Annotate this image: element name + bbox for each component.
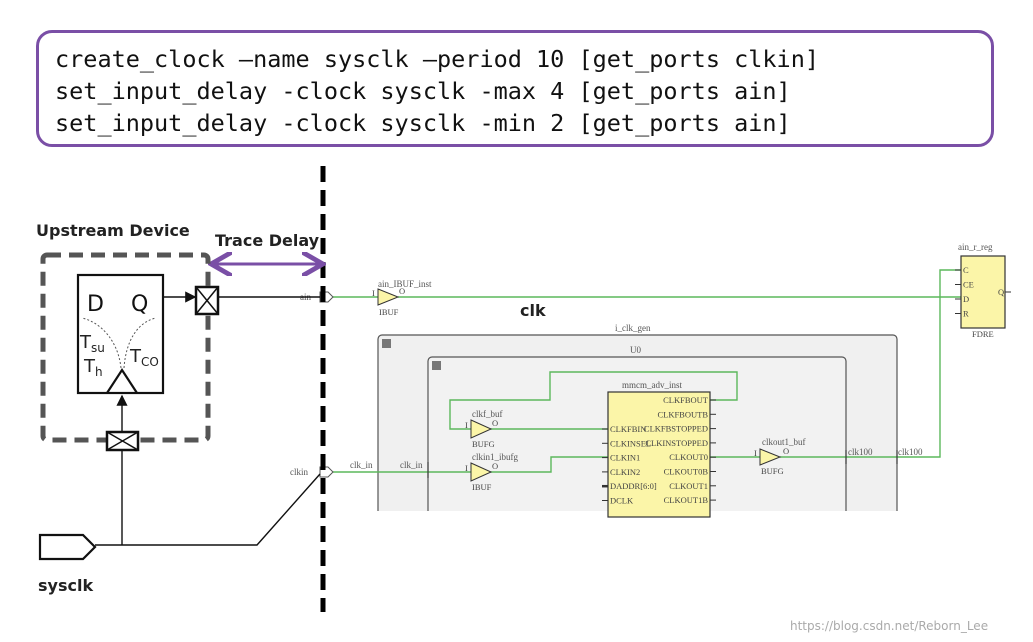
- mmcm-pin-left: CLKINSEL: [610, 438, 651, 448]
- reg-type: FDRE: [972, 329, 994, 339]
- net-label-clk-in: clk_in: [350, 460, 373, 470]
- watermark: https://blog.csdn.net/Reborn_Lee: [790, 619, 988, 633]
- pin-o: O: [492, 461, 498, 471]
- ain-ibuf-name: ain_IBUF_inst: [378, 279, 432, 289]
- sysclk-label: sysclk: [38, 576, 93, 595]
- code-line-input-delay-min: set_input_delay -clock sysclk -min 2 [ge…: [55, 109, 791, 137]
- clkf-buf-type: BUFG: [472, 439, 495, 449]
- mmcm-pin-left: DADDR[6:0]: [610, 481, 657, 491]
- clkout1-buf[interactable]: clkout1_buf I O BUFG: [754, 437, 806, 476]
- tco-label: TCO: [129, 346, 159, 369]
- collapse-u0-button[interactable]: [432, 361, 441, 370]
- net-label-clk-in: clk_in: [400, 460, 423, 470]
- trace-delay-label: Trace Delay: [215, 231, 320, 250]
- clk-annotation: clk: [520, 301, 546, 320]
- u0-label: U0: [630, 345, 641, 355]
- reg-pin: R: [963, 309, 969, 319]
- ff-q-label: Q: [131, 292, 148, 317]
- pin-i: I: [754, 448, 757, 458]
- pin-i: I: [465, 420, 468, 430]
- mmcm-pin-right: CLKOUT1B: [664, 495, 709, 505]
- collapse-clk-gen-button[interactable]: [382, 339, 391, 348]
- pin-o: O: [399, 286, 405, 296]
- upstream-device-title: Upstream Device: [36, 221, 190, 240]
- code-line-input-delay-max: set_input_delay -clock sysclk -max 4 [ge…: [55, 77, 791, 105]
- mmcm-pin-left: CLKIN2: [610, 467, 640, 477]
- pin-o: O: [492, 418, 498, 428]
- clk-gen-label: i_clk_gen: [615, 323, 651, 333]
- mmcm-pin-right: CLKOUT0B: [664, 467, 709, 477]
- mmcm-pin-left: CLKIN1: [610, 453, 640, 463]
- clkin1-ibufg[interactable]: clkin1_ibufg I O IBUF: [465, 452, 518, 492]
- constraint-code-box: create_clock –name sysclk –period 10 [ge…: [36, 30, 994, 147]
- pin-o: O: [783, 446, 789, 456]
- tsu-label: Tsu: [79, 332, 105, 355]
- output-pad-icon: [194, 285, 220, 316]
- ain-ibuf[interactable]: ain_IBUF_inst I O IBUF: [372, 279, 432, 317]
- mmcm-pin-right: CLKFBSTOPPED: [644, 424, 708, 434]
- sysclk-source-icon: [38, 533, 97, 561]
- pin-i: I: [465, 463, 468, 473]
- mmcm-cell[interactable]: mmcm_adv_inst CLKFBINCLKINSELCLKIN1CLKIN…: [602, 380, 716, 518]
- clkin1-ibufg-type: IBUF: [472, 482, 492, 492]
- clkf-buf[interactable]: clkf_buf I O BUFG: [465, 409, 503, 449]
- reg-pin-q: Q: [998, 287, 1004, 297]
- ain-ibuf-type: IBUF: [379, 307, 399, 317]
- code-line-create-clock: create_clock –name sysclk –period 10 [ge…: [55, 45, 820, 73]
- mmcm-pin-right: CLKFBOUTB: [657, 409, 708, 419]
- clkin1-ibufg-name: clkin1_ibufg: [472, 452, 518, 462]
- clock-pad-icon: [105, 430, 140, 452]
- net-label-clk100: clk100: [898, 447, 923, 457]
- mmcm-pin-left: CLKFBIN: [610, 424, 646, 434]
- reg-pin: CE: [963, 280, 974, 290]
- clkin-port-label: clkin: [290, 467, 308, 477]
- mmcm-pin-right: CLKOUT1: [669, 481, 708, 491]
- reg-pin: C: [963, 265, 969, 275]
- nets: [333, 269, 961, 473]
- clkout1-buf-type: BUFG: [761, 466, 784, 476]
- reg-pin: D: [963, 294, 969, 304]
- mmcm-pin-left: DCLK: [610, 496, 634, 506]
- mmcm-name: mmcm_adv_inst: [622, 380, 682, 390]
- mmcm-pin-right: CLKOUT0: [669, 452, 708, 462]
- pin-i: I: [372, 288, 375, 298]
- mmcm-pin-right: CLKFBOUT: [663, 395, 709, 405]
- clkout1-buf-name: clkout1_buf: [762, 437, 806, 447]
- upstream-flip-flop: D Q Tsu Th TCO: [76, 273, 165, 395]
- ain-r-reg-cell[interactable]: ain_r_reg C CE DR Q FDRE: [955, 242, 1011, 339]
- clkf-buf-name: clkf_buf: [472, 409, 503, 419]
- ff-d-label: D: [87, 292, 104, 317]
- reg-name: ain_r_reg: [958, 242, 993, 252]
- clkin-port[interactable]: clkin: [290, 466, 334, 478]
- net-label-clk100: clk100: [848, 447, 873, 457]
- mmcm-pin-right: CLKINSTOPPED: [645, 438, 708, 448]
- clock-input-icon: [106, 367, 138, 394]
- th-label: Th: [83, 356, 103, 379]
